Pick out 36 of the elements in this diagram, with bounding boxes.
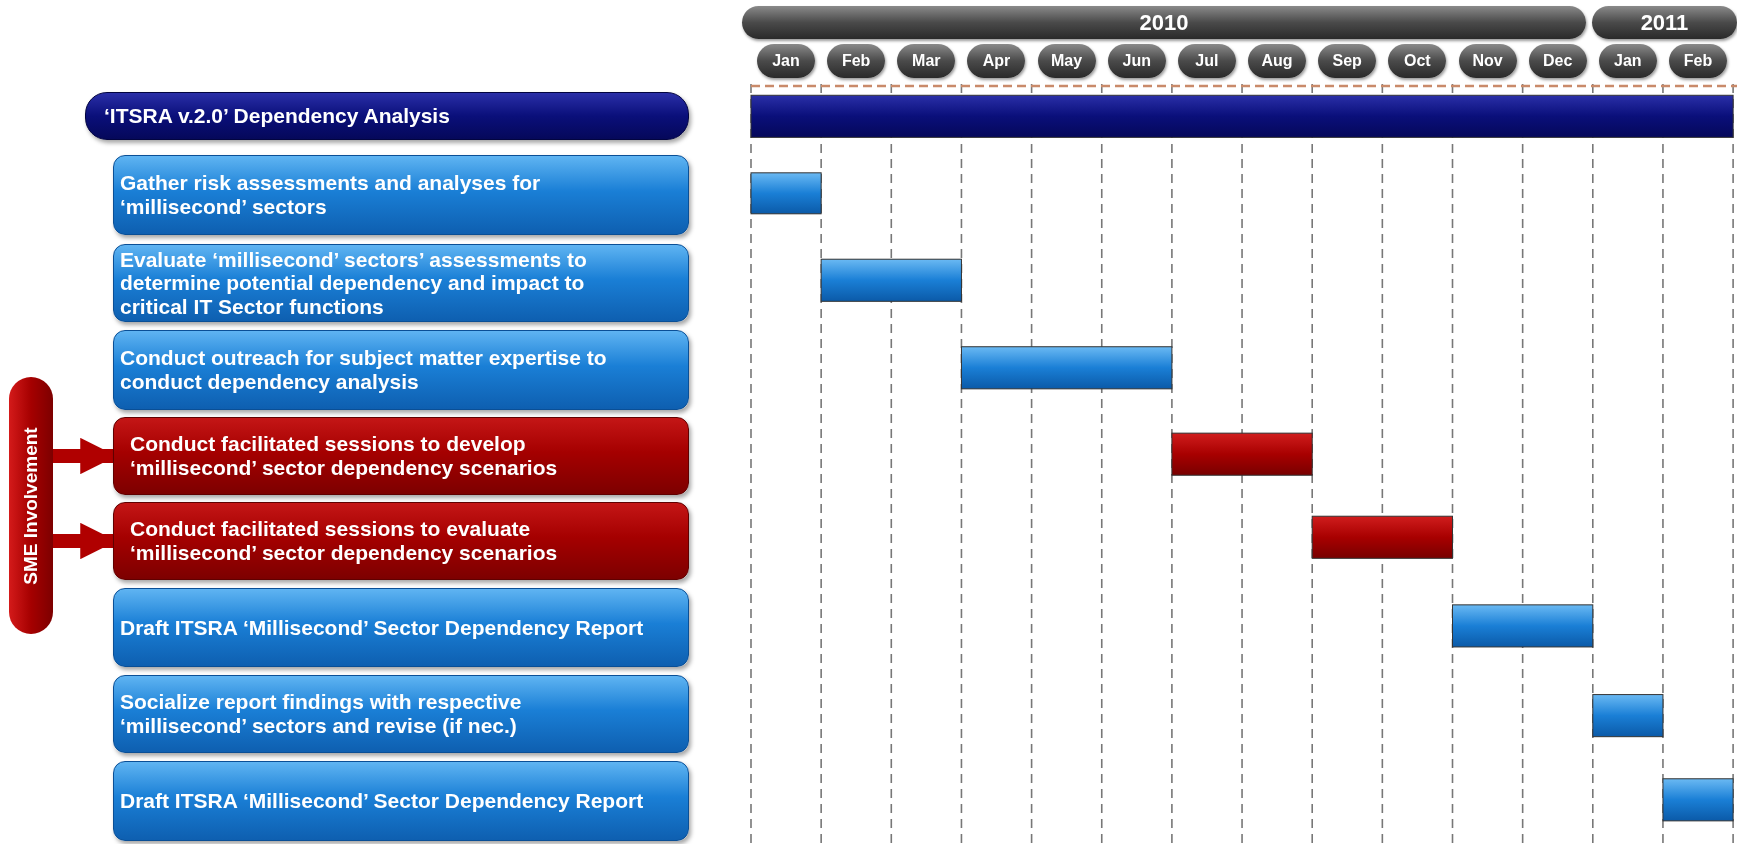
month-label: Dec [1528, 44, 1587, 78]
month-label: Nov [1458, 44, 1517, 78]
year-label: 2010 [742, 6, 1586, 39]
task-box [113, 330, 689, 410]
task-box [113, 155, 689, 235]
task-text: Evaluate ‘millisecond’ sectors’ assessments to determine potential dependency and impact to critical IT Sector functions [120, 247, 588, 319]
task-text: SME Involvement [20, 426, 42, 585]
task-text: Draft ITSRA ‘Millisecond’ Sector Dependency Report [120, 615, 644, 640]
task-text: Conduct facilitated sessions to develop ‘millisecond’ sector dependency scenarios [130, 432, 559, 480]
task-box [113, 761, 689, 841]
task-text: Conduct facilitated sessions to evaluate ‘millisecond’ sector dependency scenarios [130, 517, 559, 565]
task-text: Conduct outreach for subject matter expertise to conduct dependency analysis [120, 346, 608, 394]
month-label: Jun [1107, 44, 1166, 78]
month-label: Sep [1318, 44, 1377, 78]
month-label: Jan [757, 44, 815, 78]
task-box [113, 502, 689, 580]
task-box [113, 588, 689, 667]
month-label: Aug [1248, 44, 1307, 78]
task-text: Draft ITSRA ‘Millisecond’ Sector Dependency Report [120, 789, 644, 813]
month-label: Jul [1177, 44, 1236, 78]
task-text: ‘ITSRA v.2.0’ Dependency Analysis [104, 104, 450, 128]
month-label: Jan [1598, 44, 1657, 78]
phase-box [85, 92, 689, 140]
month-label: Feb [827, 44, 886, 78]
task-box [113, 417, 689, 495]
year-label: 2011 [1592, 6, 1737, 39]
month-label: Mar [897, 44, 956, 78]
month-label: Apr [967, 44, 1026, 78]
task-box [113, 675, 689, 753]
task-text: Gather risk assessments and analyses for ‘millisecond’ sectors [120, 171, 542, 219]
task-text: Socialize report findings with respective ‘millisecond’ sectors and revise (if nec.) [120, 690, 523, 738]
involvement-bar [9, 377, 53, 634]
month-label: Feb [1668, 44, 1727, 78]
month-label: Oct [1388, 44, 1447, 78]
task-box [113, 244, 689, 322]
month-label: May [1037, 44, 1096, 78]
